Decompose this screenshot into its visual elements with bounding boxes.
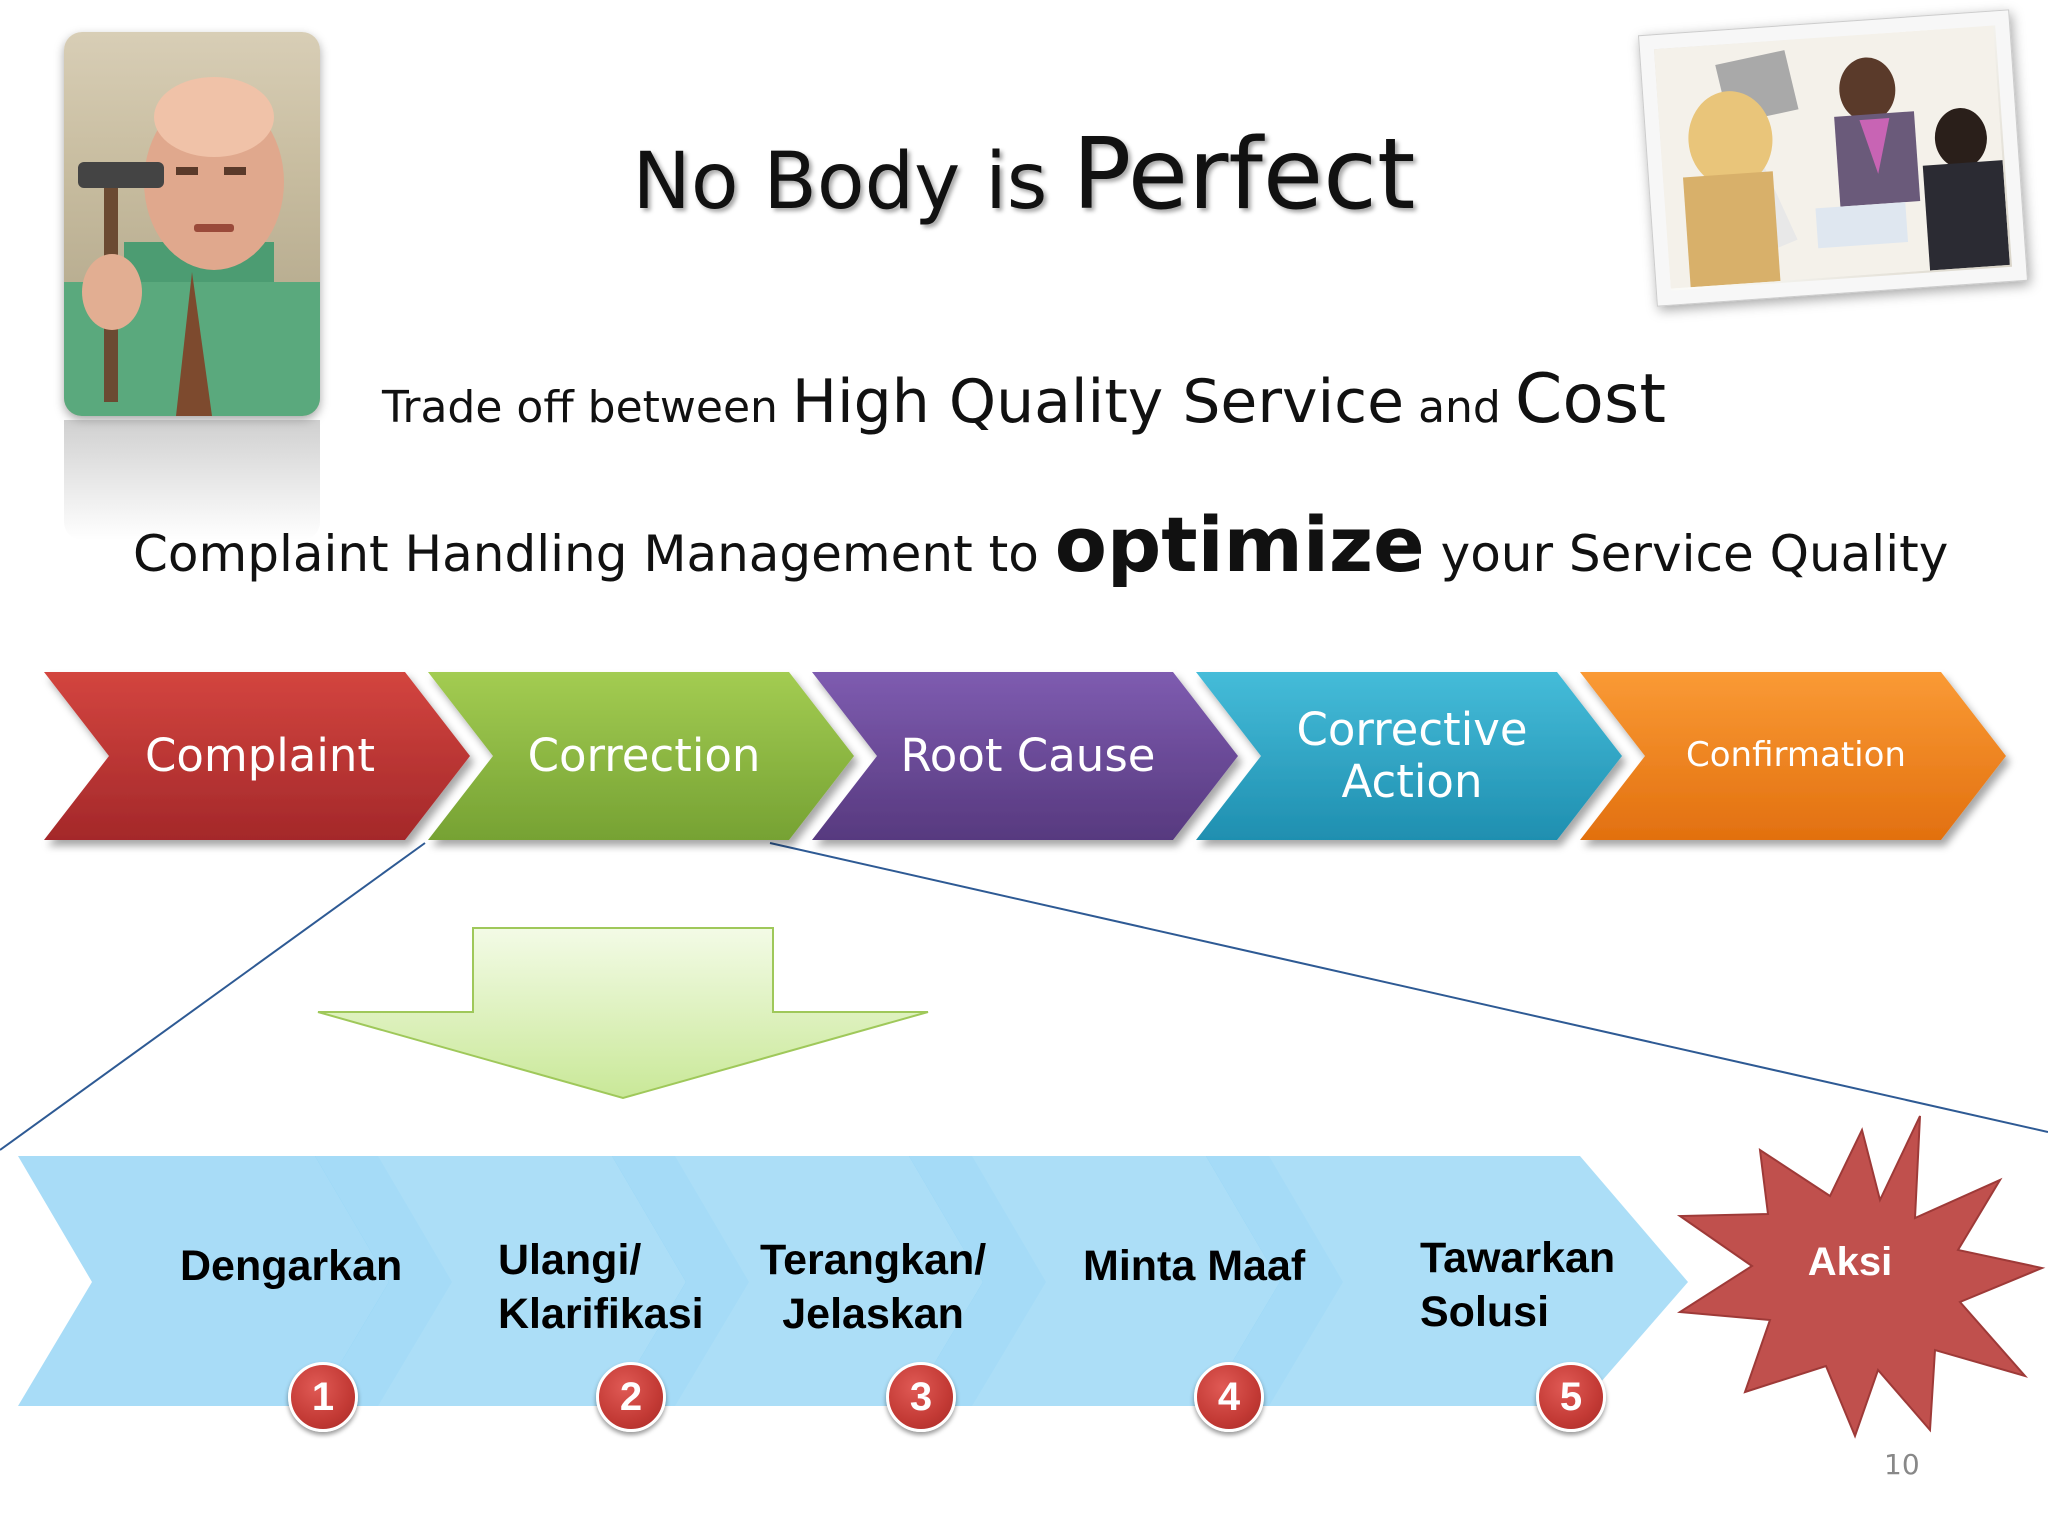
tagline-before: Complaint Handling Management to: [133, 525, 1055, 583]
subtitle-high-quality: High Quality Service: [791, 367, 1405, 437]
zoom-line-left: [0, 842, 426, 1151]
chevron-correction-label: Correction: [527, 729, 761, 783]
subtitle-and: and: [1404, 382, 1515, 433]
photo-reflection: [64, 420, 320, 540]
subtitle-trade-off: Trade off between: [381, 382, 792, 433]
chevron-correction: [428, 672, 854, 840]
step-chevron-1: [18, 1156, 452, 1406]
step-4-label: Minta Maaf: [1083, 1242, 1306, 1290]
chevron-confirmation: [1580, 672, 2006, 840]
title-no-body-is: No Body is: [632, 137, 1073, 227]
step-1-number-badge: 1: [288, 1362, 358, 1432]
step-3-label: Terangkan/Jelaskan: [760, 1236, 987, 1338]
step-2-label: Ulangi/Klarifikasi: [498, 1236, 704, 1338]
subtitle-cost: Cost: [1514, 360, 1667, 439]
chevron-root-cause-label: Root Cause: [900, 729, 1156, 783]
slide-tagline: Complaint Handling Management to optimiz…: [133, 500, 1948, 589]
page-number: 10: [1884, 1448, 1920, 1481]
step-chevron-2: [315, 1156, 749, 1406]
angry-man-with-hammer-photo: [64, 32, 320, 416]
chevron-corrective-action: [1196, 672, 1622, 840]
chevron-confirmation-label: Confirmation: [1686, 735, 1906, 776]
step-5-number-badge: 5: [1536, 1362, 1606, 1432]
chevron-complaint: [44, 672, 470, 840]
step-chevron-4: [909, 1156, 1343, 1406]
step-chevron-3: [612, 1156, 1046, 1406]
aksi-label: Aksi: [1807, 1240, 1893, 1284]
zoom-line-right: [769, 842, 2048, 1133]
tagline-after: your Service Quality: [1424, 525, 1949, 583]
step-4-number-badge: 4: [1194, 1362, 1264, 1432]
tagline-optimize: optimize: [1054, 500, 1425, 589]
slide-title: No Body is Perfect: [0, 118, 2048, 232]
title-perfect: Perfect: [1072, 118, 1416, 232]
aksi-starburst: [1676, 1115, 2046, 1439]
chevron-complaint-label: Complaint: [144, 729, 376, 783]
business-meeting-photo: [1637, 9, 2029, 307]
chevron-root-cause: [812, 672, 1238, 840]
slide-subtitle: Trade off between High Quality Service a…: [0, 360, 2048, 439]
step-3-number-badge: 3: [886, 1362, 956, 1432]
step-1-label: Dengarkan: [180, 1242, 403, 1290]
step-2-number-badge: 2: [596, 1362, 666, 1432]
step-chevron-5: [1206, 1156, 1688, 1406]
down-arrow: [317, 927, 929, 1100]
